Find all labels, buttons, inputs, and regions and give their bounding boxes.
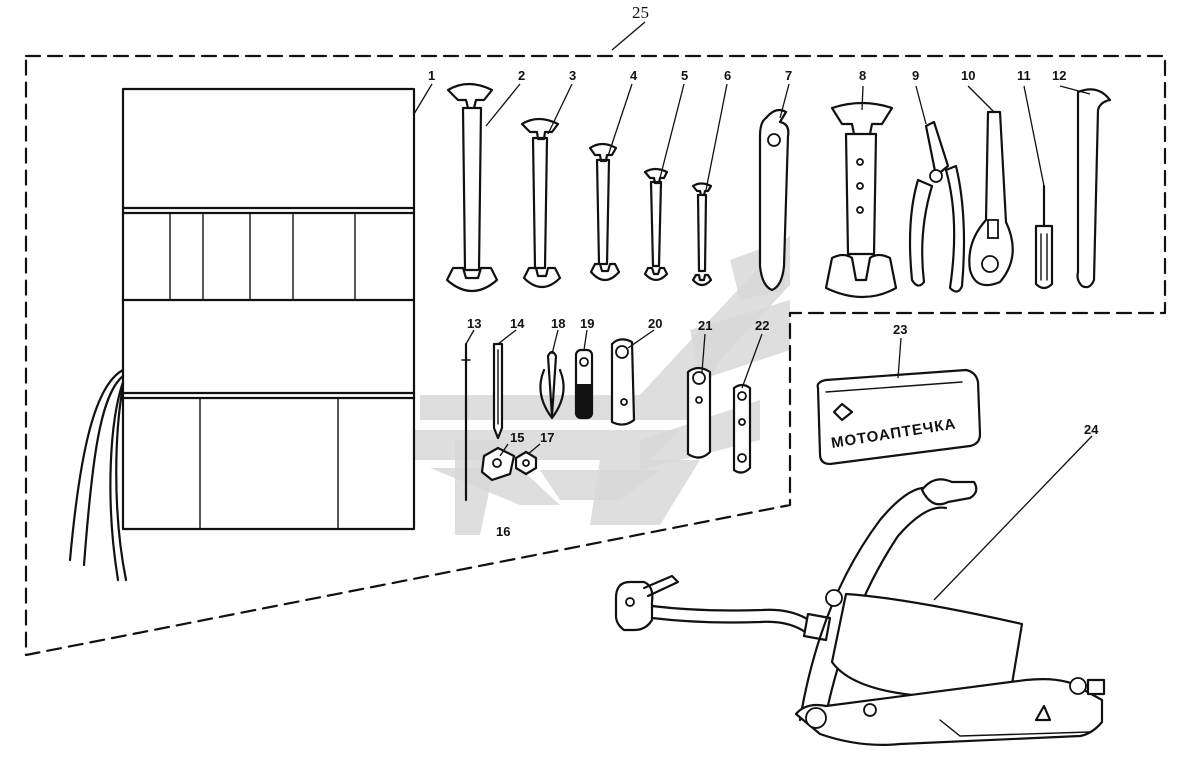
label-5: 5: [681, 68, 688, 83]
callout-labels: 25 1 2 3 4 5 6 7 8 9 10 11 12 13 14 18 1…: [428, 3, 1099, 539]
box-spanner-21: [686, 366, 712, 459]
box-spanner-19: [574, 348, 594, 420]
label-1: 1: [428, 68, 435, 83]
label-3: 3: [569, 68, 576, 83]
wrench-2: [445, 82, 499, 293]
tool-roll: [68, 87, 416, 582]
label-21: 21: [698, 318, 712, 333]
label-22: 22: [755, 318, 769, 333]
drift-punch: [492, 342, 504, 440]
label-12: 12: [1052, 68, 1066, 83]
adapter-15: [480, 446, 516, 482]
wrench-4: [588, 142, 621, 282]
label-19: 19: [580, 316, 594, 331]
label-6: 6: [724, 68, 731, 83]
screwdriver: [1034, 184, 1054, 290]
wrench-6: [691, 182, 713, 287]
label-14: 14: [510, 316, 525, 331]
flat-wrench: [824, 101, 898, 298]
tyre-lever: [1076, 88, 1112, 289]
label-10: 10: [961, 68, 975, 83]
label-18: 18: [551, 316, 565, 331]
wrench-5: [643, 167, 669, 282]
label-4: 4: [630, 68, 638, 83]
label-23: 23: [893, 322, 907, 337]
label-11: 11: [1017, 68, 1031, 83]
hook-spanner: [758, 108, 790, 292]
tool-set-boundary: [24, 54, 1167, 657]
pliers: [908, 120, 966, 293]
label-9: 9: [912, 68, 919, 83]
label-24: 24: [1084, 422, 1099, 437]
spark-plug-wrench: [968, 110, 1014, 287]
foot-pump: [614, 478, 1106, 746]
box-spanner-20: [610, 338, 636, 426]
label-20: 20: [648, 316, 662, 331]
leader-lines: [413, 21, 1093, 601]
first-aid-kit: МОТОАПТЕЧКА: [816, 368, 982, 466]
label-17: 17: [540, 430, 554, 445]
nut-17: [514, 450, 538, 476]
label-13: 13: [467, 316, 481, 331]
label-2: 2: [518, 68, 525, 83]
tommy-bar: [461, 342, 471, 502]
label-8: 8: [859, 68, 866, 83]
label-7: 7: [785, 68, 792, 83]
label-15: 15: [510, 430, 524, 445]
box-spanner-22: [732, 383, 752, 474]
label-25: 25: [632, 3, 649, 22]
wrench-3: [520, 117, 562, 289]
label-16: 16: [496, 524, 510, 539]
